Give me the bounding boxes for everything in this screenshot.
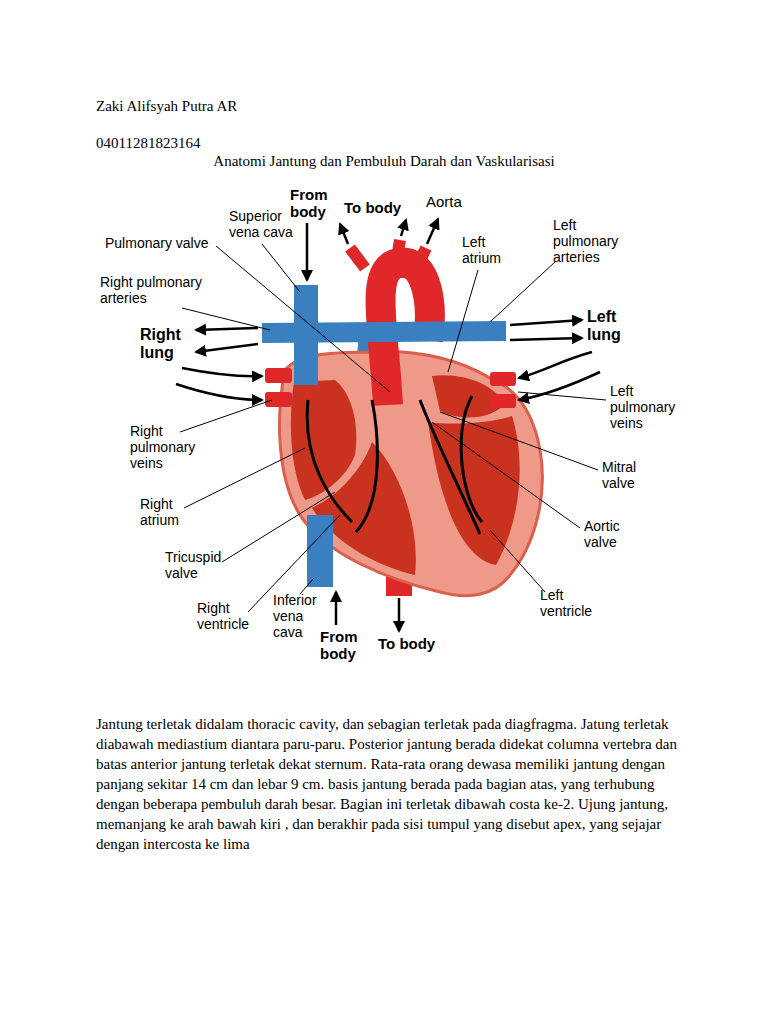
organ-label: Right lung	[140, 326, 190, 362]
flow-arrow	[182, 368, 262, 376]
leader-line	[440, 412, 598, 470]
leader-line	[448, 270, 478, 372]
pulmonary-vein	[490, 394, 516, 408]
anatomy-label: Inferior vena cava	[273, 592, 328, 640]
anatomy-label: Right pulmonary veins	[130, 423, 205, 471]
anatomy-label: Right atrium	[140, 496, 190, 528]
anatomy-label: Aortic valve	[584, 518, 634, 550]
leader-line	[490, 530, 545, 592]
anatomy-label: Tricuspid valve	[165, 549, 235, 581]
organ-label: Left lung	[587, 308, 632, 344]
leader-line	[262, 244, 300, 292]
student-id: 04011281823164	[96, 133, 200, 153]
leader-line	[184, 448, 305, 508]
leader-line	[222, 492, 335, 562]
author-name: Zaki Alifsyah Putra AR	[96, 96, 237, 116]
anatomy-label: Superior vena cava	[229, 208, 299, 240]
flow-arrow	[461, 396, 482, 522]
heart-wall	[280, 352, 543, 596]
pulmonary-vein	[265, 392, 292, 407]
anatomy-label: Pulmonary valve	[105, 235, 209, 251]
flow-label: From body	[320, 628, 365, 662]
anatomy-label: Aorta	[426, 193, 462, 210]
flow-arrow	[427, 219, 438, 244]
flow-arrow	[519, 352, 592, 378]
leader-line	[180, 400, 272, 432]
flow-arrow	[401, 220, 406, 236]
flow-arrow	[420, 400, 480, 534]
left-ventricle-chamber	[428, 416, 520, 565]
flow-arrow	[176, 384, 262, 400]
superior-vena-cava	[294, 285, 318, 385]
flow-arrow	[510, 320, 582, 325]
flow-arrow	[340, 224, 348, 244]
leader-line	[432, 422, 580, 528]
flow-arrow	[398, 598, 401, 631]
flow-arrow	[196, 328, 258, 330]
leader-line	[216, 246, 390, 392]
anatomy-label: Mitral valve	[602, 459, 652, 491]
flow-arrow	[196, 344, 258, 352]
aorta-branch	[350, 248, 365, 268]
leader-line	[518, 392, 606, 400]
flow-arrow	[307, 400, 352, 522]
pulmonary-vein	[265, 368, 292, 383]
anatomy-label: Right ventricle	[197, 600, 259, 632]
anatomy-label: Left pulmonary arteries	[553, 217, 628, 265]
anatomy-label: Right pulmonary arteries	[100, 274, 215, 306]
document-title: Anatomi Jantung dan Pembuluh Darah dan V…	[0, 151, 768, 171]
leader-line	[182, 308, 270, 330]
flow-label: From body	[290, 186, 335, 220]
anatomy-label: Left atrium	[462, 234, 512, 266]
body-paragraph: Jantung terletak didalam thoracic cavity…	[96, 714, 696, 854]
flow-arrow	[306, 223, 309, 280]
anatomy-label: Left ventricle	[540, 587, 602, 619]
flow-arrow	[335, 592, 338, 625]
flow-arrow	[356, 400, 377, 532]
leader-line	[300, 578, 314, 594]
anatomy-label: Left pulmonary veins	[610, 383, 685, 431]
leader-line	[490, 262, 555, 322]
flow-arrow	[510, 338, 582, 340]
flow-label: To body	[378, 635, 435, 652]
pulmonary-vein	[490, 372, 516, 386]
flow-label: To body	[344, 199, 401, 216]
